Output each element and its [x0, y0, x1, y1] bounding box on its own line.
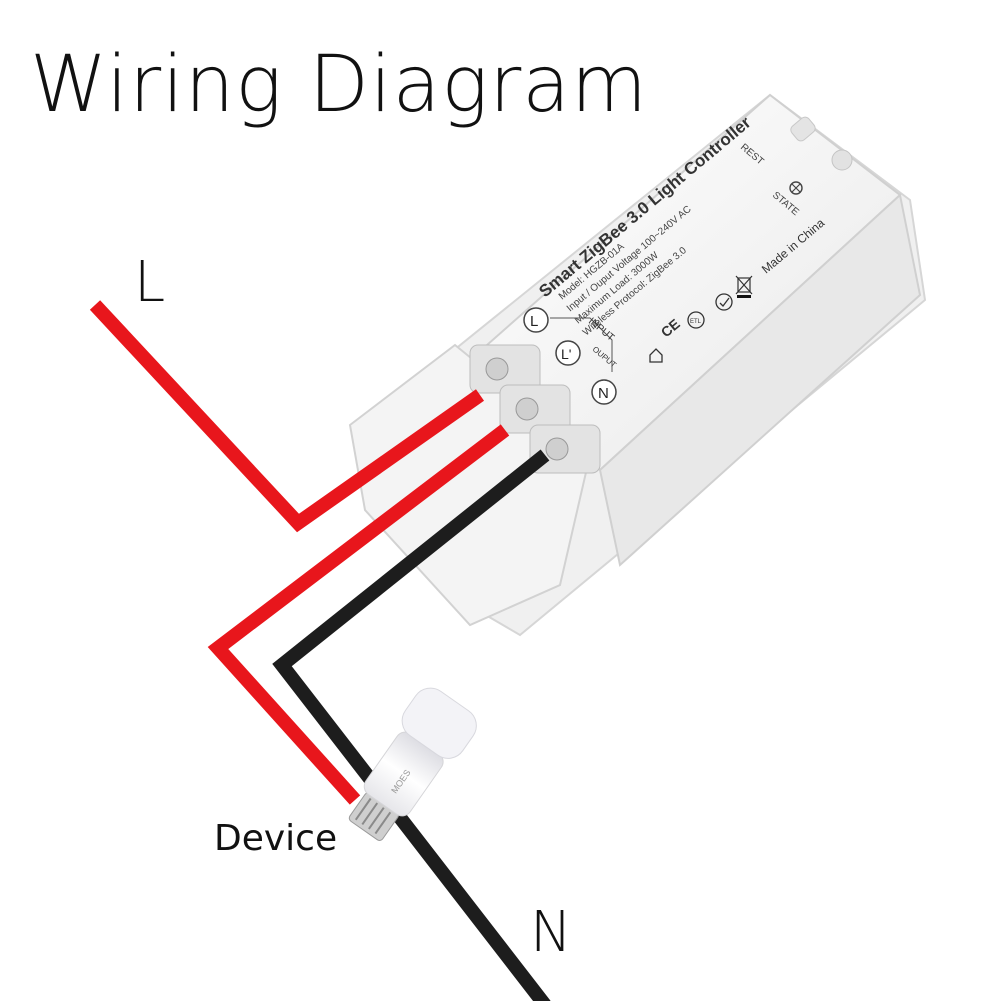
housing-side — [598, 193, 922, 567]
state-icon — [789, 181, 803, 195]
terminal-legend: L L' N INPUT OUPUT — [523, 307, 618, 405]
neutral-wire — [272, 449, 551, 1006]
controller-housing: Smart ZigBee 3.0 Light Controller Model:… — [348, 93, 927, 637]
terminal-block — [469, 344, 601, 474]
live-input-wire — [89, 300, 485, 533]
reset-button[interactable] — [789, 115, 817, 143]
terminal-label-n: N — [598, 385, 609, 402]
bulb-cap — [401, 687, 477, 759]
line-label: L — [134, 250, 166, 315]
wires — [89, 300, 551, 1006]
page-title: Wiring Diagram — [30, 40, 649, 130]
weee-icon — [735, 275, 753, 298]
terminal-label-l-prime: L' — [561, 346, 571, 362]
indoor-use-icon — [649, 348, 663, 363]
rcm-icon — [715, 293, 733, 311]
etl-mark: ETL — [690, 319, 702, 325]
live-output-wire — [207, 424, 510, 805]
device-label: Device — [214, 818, 338, 859]
state-led — [831, 149, 853, 171]
etl-icon: ETL — [687, 311, 705, 329]
neutral-label: N — [530, 900, 572, 965]
terminal-label-l: L — [530, 313, 538, 330]
device-bulb: MOES — [348, 687, 477, 841]
